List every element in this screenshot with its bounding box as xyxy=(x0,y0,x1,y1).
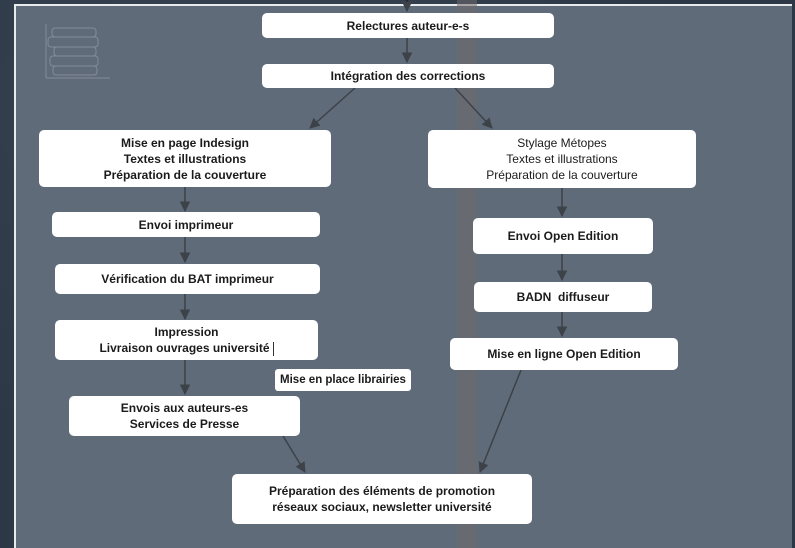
node-mise-en-place-librairies: Mise en place librairies xyxy=(275,369,411,391)
text-cursor-icon xyxy=(272,341,274,356)
node-verification-bat: Vérification du BAT imprimeur xyxy=(55,264,320,294)
node-mise-en-ligne-line-1: Mise en ligne Open Edition xyxy=(487,347,641,361)
node-envois-auteurs-line-2: Services de Presse xyxy=(129,417,240,431)
node-stylage-line-3: Préparation de la couverture xyxy=(486,168,638,182)
arrow-integration-miseenpage xyxy=(309,87,356,129)
node-impression: Impression Livraison ouvrages université xyxy=(55,320,318,360)
node-badn-line-1: BADN diffuseur xyxy=(516,290,610,304)
node-promotion-line-1: Préparation des éléments de promotion xyxy=(268,484,496,498)
node-integration: Intégration des corrections xyxy=(262,64,554,88)
node-impression-line-1: Impression xyxy=(154,325,219,339)
node-mise-en-page: Mise en page Indesign Textes et illustra… xyxy=(39,130,331,187)
node-envois-auteurs-line-1: Envois aux auteurs-es xyxy=(120,401,249,415)
node-integration-line-1: Intégration des corrections xyxy=(330,69,486,83)
node-envoi-open-edition: Envoi Open Edition xyxy=(473,218,653,254)
node-envoi-open-edition-line-1: Envoi Open Edition xyxy=(507,229,619,243)
node-envoi-imprimeur: Envoi imprimeur xyxy=(52,212,320,237)
node-envoi-imprimeur-line-1: Envoi imprimeur xyxy=(138,217,234,232)
node-mise-en-page-line-2: Textes et illustrations xyxy=(123,151,247,166)
node-relectures-line-1: Relectures auteur-e-s xyxy=(346,18,470,33)
node-relectures: Relectures auteur-e-s xyxy=(262,13,554,38)
arrow-miseenligne-promotion xyxy=(478,369,522,473)
node-impression-line-2-text: Livraison ouvrages université xyxy=(99,341,270,355)
arrow-envois-promotion xyxy=(282,435,306,473)
node-promotion: Préparation des éléments de promotion ré… xyxy=(232,474,532,524)
node-mise-en-page-line-3: Préparation de la couverture xyxy=(103,167,267,182)
node-envois-auteurs: Envois aux auteurs-es Services de Presse xyxy=(69,396,300,436)
node-verification-bat-line-1: Vérification du BAT imprimeur xyxy=(101,272,274,286)
node-promotion-line-2: réseaux sociaux, newsletter université xyxy=(272,500,492,514)
node-impression-line-2: Livraison ouvrages université xyxy=(99,340,274,356)
node-stylage-line-2: Textes et illustrations xyxy=(506,152,618,166)
arrow-integration-stylage xyxy=(454,87,493,129)
node-mise-en-page-line-1: Mise en page Indesign xyxy=(120,135,250,150)
node-stylage-line-1: Stylage Métopes xyxy=(517,136,607,150)
node-mise-en-place-librairies-line-1: Mise en place librairies xyxy=(280,374,406,386)
node-stylage: Stylage Métopes Textes et illustrations … xyxy=(428,130,696,188)
books-sketch-icon xyxy=(45,24,110,79)
node-badn: BADN diffuseur xyxy=(474,282,652,312)
node-mise-en-ligne: Mise en ligne Open Edition xyxy=(450,338,678,370)
